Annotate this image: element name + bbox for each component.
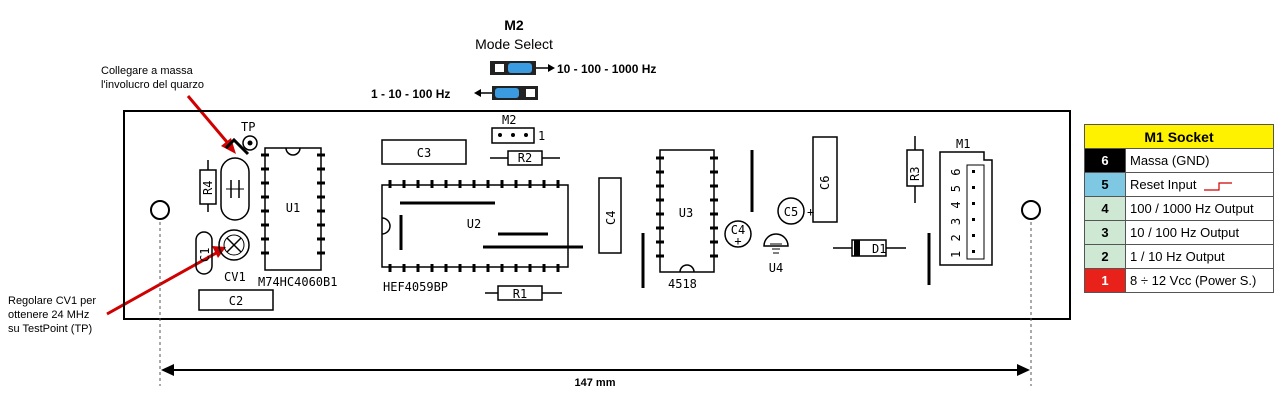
socket-pin: 1 (1084, 268, 1126, 293)
capacitor-c1 (195, 231, 213, 275)
u3-label: U3 (679, 206, 693, 220)
cv1-note-line1: Regolare CV1 per (8, 295, 96, 307)
socket-label: 100 / 1000 Hz Output (1125, 196, 1274, 221)
m2-header (491, 127, 535, 144)
u4-label: U4 (769, 261, 783, 275)
socket-row: 3 10 / 100 Hz Output (1084, 220, 1274, 245)
r3-label: R3 (908, 167, 922, 181)
u1-label: U1 (286, 201, 300, 215)
c6-label: C6 (818, 176, 832, 190)
socket-row: 1 8 ÷ 12 Vcc (Power S.) (1084, 268, 1274, 293)
resistor-r4 (199, 169, 217, 205)
pcb-diagram: M2 Mode Select 10 - 100 - 1000 Hz 1 - 10… (8, 17, 1071, 389)
jumper-low-option: 1 - 10 - 100 Hz (371, 86, 538, 101)
u2-label: U2 (467, 217, 481, 231)
socket-label: Reset Input (1130, 177, 1197, 192)
c5-label: C5 (784, 205, 798, 219)
cv1-arrow-icon (212, 246, 226, 258)
r2-label: R2 (518, 151, 532, 165)
crystal (220, 157, 250, 221)
cv1-note-line2: ottenere 24 MHz (8, 309, 89, 321)
capacitor-c3 (381, 139, 467, 165)
ic-u1 (261, 147, 325, 271)
connector-m1 (939, 151, 993, 266)
c4-plus-icon: + (734, 234, 741, 248)
socket-pin: 3 (1084, 220, 1126, 245)
c2-label: C2 (229, 294, 243, 308)
socket-pin: 2 (1084, 244, 1126, 269)
mode-select-subtitle: Mode Select (475, 36, 553, 52)
c1-label: C1 (198, 248, 212, 262)
ic-u3 (656, 149, 718, 273)
m1-socket-table: M1 Socket 6 Massa (GND) 5 Reset Input 4 … (1084, 124, 1274, 293)
tp-label: TP (241, 120, 255, 134)
u2-part-label: HEF4059BP (383, 280, 448, 294)
c5-plus-icon: + (807, 205, 814, 219)
capacitor-c4-electrolytic (724, 220, 752, 248)
capacitor-c2 (198, 289, 274, 311)
c4-round-label: C4 (731, 223, 745, 237)
resistor-r2 (507, 150, 543, 166)
c3-label: C3 (417, 146, 431, 160)
quartz-note-line2: l'involucro del quarzo (101, 79, 204, 91)
dimension-line (159, 222, 1032, 386)
socket-label: Massa (GND) (1125, 148, 1274, 173)
d1-label: D1 (872, 242, 886, 256)
jumper-high-option: 10 - 100 - 1000 Hz (490, 61, 656, 76)
socket-label: 1 / 10 Hz Output (1125, 244, 1274, 269)
r4-label: R4 (201, 181, 215, 195)
socket-row: 6 Massa (GND) (1084, 148, 1274, 173)
jumper-low-label: 1 - 10 - 100 Hz (371, 87, 450, 101)
mounting-hole-left (150, 200, 170, 220)
capacitor-c5 (777, 197, 805, 225)
socket-title: M1 Socket (1084, 124, 1274, 149)
socket-row: 2 1 / 10 Hz Output (1084, 244, 1274, 269)
ic-u2 (381, 180, 583, 272)
resistor-r3 (906, 149, 924, 187)
test-point (242, 135, 258, 151)
m2-pin1-label: 1 (538, 129, 545, 143)
capacitor-c4-film (598, 177, 622, 254)
mode-select-title: M2 (504, 17, 524, 33)
socket-label: 10 / 100 Hz Output (1125, 220, 1274, 245)
socket-row: 4 100 / 1000 Hz Output (1084, 196, 1274, 221)
socket-pin: 6 (1084, 148, 1126, 173)
cv1-note-line3: su TestPoint (TP) (8, 323, 92, 335)
trimmer-cv1 (218, 229, 250, 261)
r1-label: R1 (513, 287, 527, 301)
capacitor-c6 (812, 136, 838, 223)
reset-pulse-icon (1203, 181, 1232, 191)
diode-d1 (833, 239, 906, 257)
m2-board-label: M2 (502, 113, 516, 127)
board-outline (123, 110, 1071, 320)
mounting-hole-right (1021, 200, 1041, 220)
resistor-r1 (497, 285, 543, 301)
u3-part-label: 4518 (668, 277, 697, 291)
quartz-note-line1: Collegare a massa (101, 65, 194, 77)
socket-row: 5 Reset Input (1084, 172, 1274, 197)
c4-label: C4 (604, 211, 618, 225)
cv1-label: CV1 (224, 270, 246, 284)
jumper-high-label: 10 - 100 - 1000 Hz (557, 62, 656, 76)
socket-pin: 4 (1084, 196, 1126, 221)
socket-pin: 5 (1084, 172, 1126, 197)
m1-label: M1 (956, 137, 970, 151)
socket-label: 8 ÷ 12 Vcc (Power S.) (1125, 268, 1274, 293)
dimension-label: 147 mm (575, 377, 616, 389)
u1-part-label: M74HC4060B1 (258, 275, 337, 289)
m1-pin-numbers: 1 2 3 4 5 6 (949, 168, 963, 258)
transistor-u4 (763, 233, 789, 254)
